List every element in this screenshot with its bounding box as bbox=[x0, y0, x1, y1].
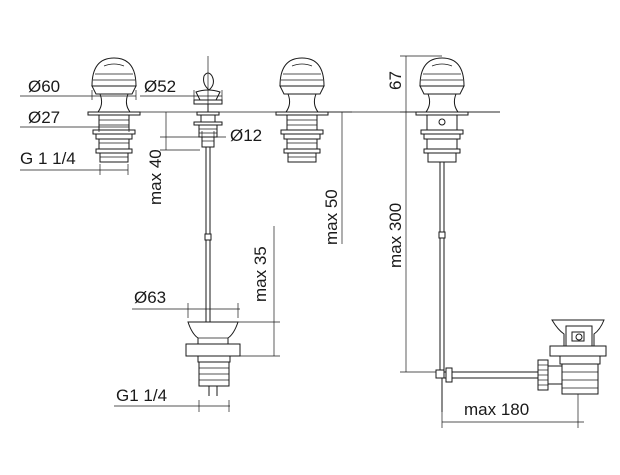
dimension-67: 67 bbox=[386, 55, 500, 113]
dimension-max35: max 35 bbox=[230, 226, 280, 357]
label-max180: max 180 bbox=[464, 400, 529, 419]
dimension-d27: Ø27 bbox=[20, 108, 130, 132]
label-d60: Ø60 bbox=[28, 77, 60, 96]
dimension-d63: Ø63 bbox=[132, 288, 240, 318]
left-faucet-handle bbox=[91, 57, 137, 87]
label-max40: max 40 bbox=[146, 149, 165, 205]
right-faucet bbox=[275, 57, 329, 163]
dimension-g114-bottom: G1 1/4 bbox=[114, 386, 230, 412]
label-max300: max 300 bbox=[386, 203, 405, 268]
far-right-drain bbox=[537, 319, 607, 395]
dimension-max300: max 300 bbox=[386, 112, 436, 373]
label-max35: max 35 bbox=[251, 246, 270, 302]
dimension-max180: max 180 bbox=[441, 394, 584, 428]
label-max50: max 50 bbox=[322, 189, 341, 245]
far-right-faucet bbox=[415, 57, 540, 412]
label-d52: Ø52 bbox=[144, 77, 176, 96]
dimension-d52: Ø52 bbox=[140, 77, 223, 102]
label-d63: Ø63 bbox=[134, 288, 166, 307]
left-faucet bbox=[87, 57, 141, 163]
dimension-d60: Ø60 bbox=[20, 77, 137, 100]
label-67: 67 bbox=[386, 71, 405, 90]
dimension-max50: max 50 bbox=[322, 111, 352, 245]
dimension-g114-left: G 1 1/4 bbox=[20, 149, 129, 175]
label-g114-bottom: G1 1/4 bbox=[116, 386, 167, 405]
left-faucet-body bbox=[97, 93, 131, 113]
label-d12: Ø12 bbox=[230, 126, 262, 145]
center-drain bbox=[185, 321, 241, 396]
label-d27: Ø27 bbox=[28, 108, 60, 127]
label-g114-left: G 1 1/4 bbox=[20, 149, 76, 168]
dimension-d12: Ø12 bbox=[160, 126, 262, 145]
